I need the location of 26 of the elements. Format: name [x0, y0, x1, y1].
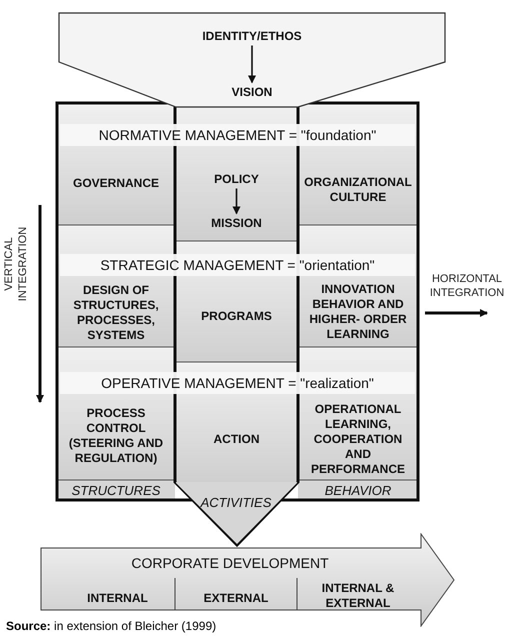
axis-label: HORIZONTAL INTEGRATION	[428, 272, 506, 301]
matrix-cell: MISSION	[178, 212, 295, 234]
matrix-cell: INTERNAL	[60, 586, 175, 610]
vision-pentagon	[58, 12, 446, 108]
footer-text: ACTIVITIES	[199, 494, 272, 512]
arrow	[232, 188, 240, 214]
column-footer: BEHAVIOR	[299, 481, 417, 500]
arrow-heading: CORPORATE DEVELOPMENT	[130, 554, 330, 572]
matrix-cell: POLICY	[178, 168, 295, 190]
band-heading: OPERATIVE MANAGEMENT = "realization"	[60, 372, 415, 394]
axis-label: VERTICAL INTEGRATION	[2, 226, 30, 304]
matrix-cell: ACTION	[178, 428, 295, 450]
source-note: Source: in extension of Bleicher (1999)	[6, 619, 216, 633]
matrix-cell: IDENTITY/ETHOS	[168, 26, 336, 46]
matrix-cell: INTERNAL & EXTERNAL	[299, 579, 417, 613]
matrix-cell: ORGANIZATIONAL CULTURE	[300, 170, 416, 210]
matrix-cell: EXTERNAL	[177, 586, 295, 610]
matrix-cell: VISION	[208, 82, 296, 102]
arrow	[248, 46, 256, 84]
column-footer: STRUCTURES	[58, 481, 174, 500]
matrix-cell: INNOVATION BEHAVIOR AND HIGHER- ORDER LEARNING	[300, 278, 416, 346]
band-heading: STRATEGIC MANAGEMENT = "orientation"	[60, 254, 415, 276]
matrix-cell: OPERATIONAL LEARNING, COOPERATION AND PERFORMANCE	[300, 400, 416, 478]
band-heading: NORMATIVE MANAGEMENT = "foundation"	[60, 124, 415, 146]
column-footer	[176, 482, 297, 544]
matrix-cell: PROGRAMS	[178, 305, 295, 327]
